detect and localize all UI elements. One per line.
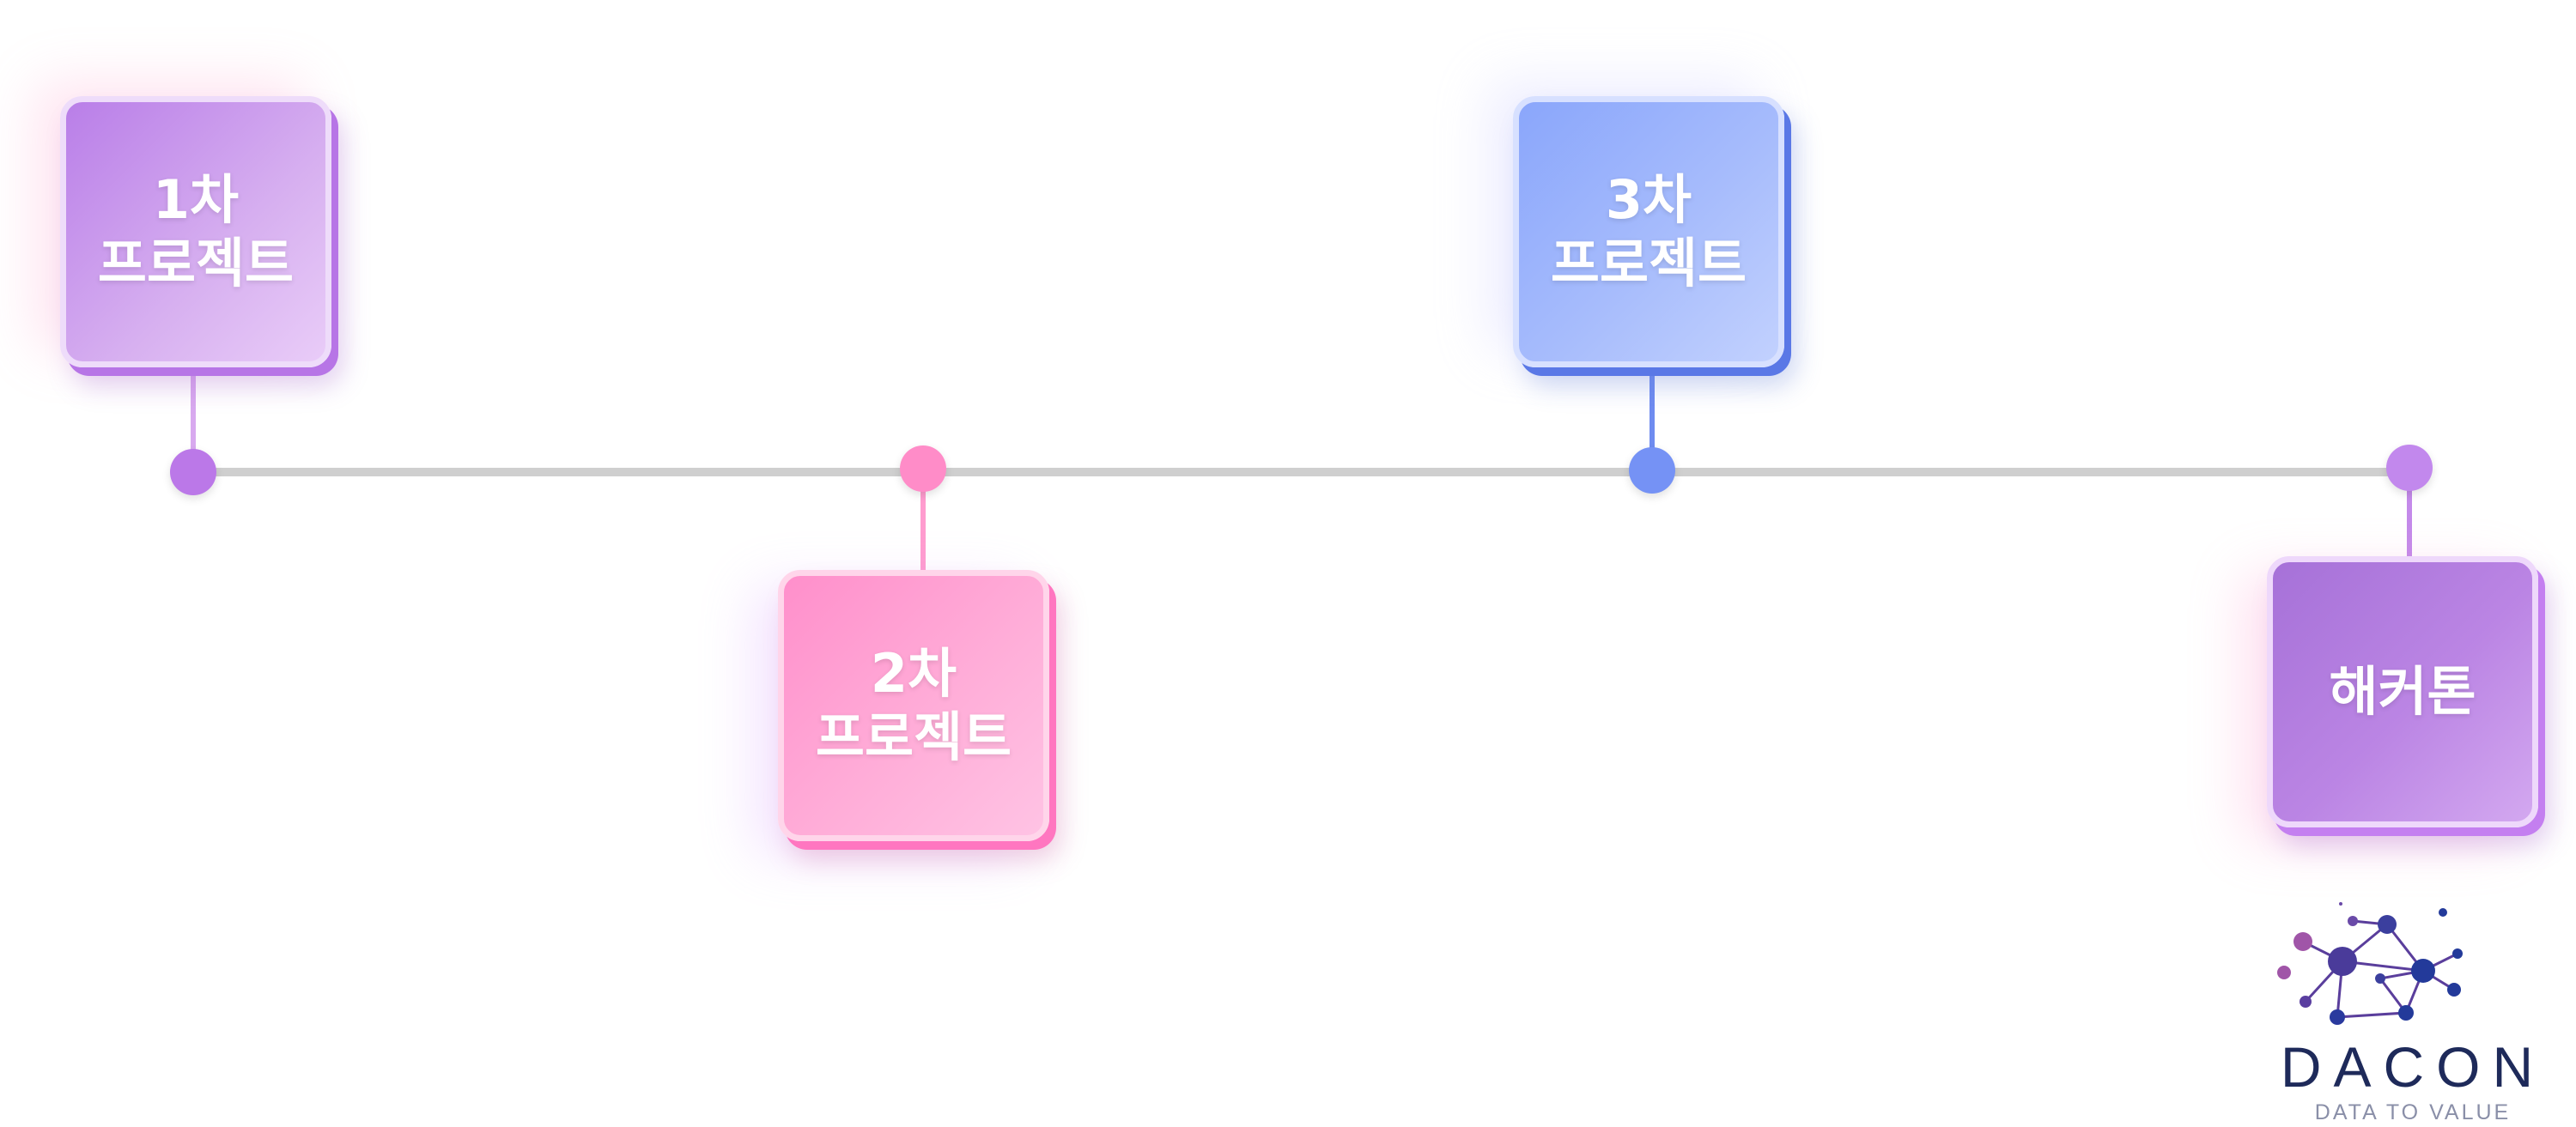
step-card-4: 해커톤 <box>2267 556 2538 827</box>
connector-stem-1 <box>191 367 196 469</box>
timeline-node-3 <box>1629 447 1675 494</box>
connector-stem-4 <box>2407 474 2412 556</box>
step-card-2-label: 2차 프로젝트 <box>815 641 1012 768</box>
logo-wordmark: DACON <box>2280 1035 2546 1099</box>
timeline-node-4 <box>2386 445 2433 491</box>
step-card-1: 1차 프로젝트 <box>60 96 331 367</box>
network-nodes-icon <box>2277 902 2463 1025</box>
step-card-2: 2차 프로젝트 <box>778 570 1049 841</box>
step-card-4-label: 해커톤 <box>2329 659 2476 723</box>
dacon-logo: DACON DATA TO VALUE <box>2267 897 2559 1127</box>
timeline-line <box>193 468 2409 476</box>
timeline-node-2 <box>900 445 946 492</box>
connector-stem-2 <box>920 474 926 570</box>
timeline-node-1 <box>170 449 216 495</box>
connector-stem-3 <box>1649 367 1655 469</box>
logo-tagline: DATA TO VALUE <box>2314 1100 2512 1124</box>
step-card-1-label: 1차 프로젝트 <box>97 167 295 294</box>
step-card-3-label: 3차 프로젝트 <box>1550 167 1747 294</box>
step-card-3: 3차 프로젝트 <box>1513 96 1784 367</box>
